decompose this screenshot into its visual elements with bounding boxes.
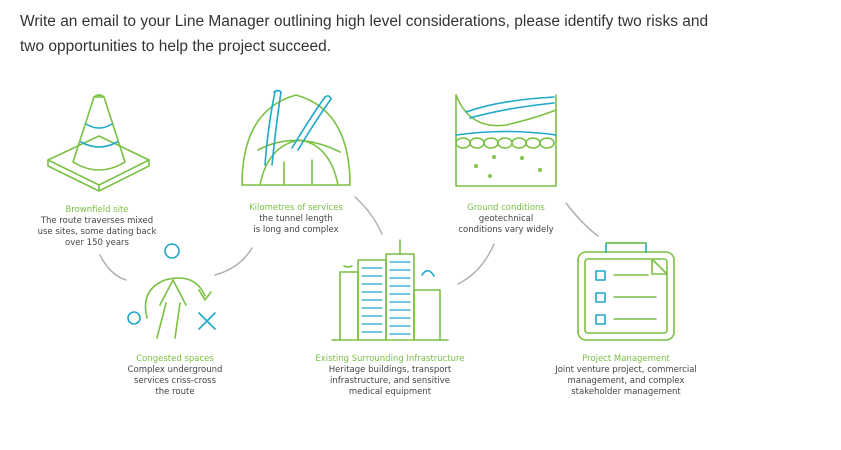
caption-line: the route	[155, 387, 195, 397]
caption-line: geotechnical	[478, 214, 534, 224]
caption-line: infrastructure, and sensitive	[330, 376, 450, 386]
traffic-cone-icon	[47, 94, 150, 192]
caption-brownfield-site: Brownfield site The route traverses mixe…	[22, 205, 172, 249]
caption-title: Existing Surrounding Infrastructure	[315, 354, 465, 364]
route-arrows-icon	[127, 243, 216, 339]
caption-title: Ground conditions	[467, 203, 545, 213]
caption-line: management, and complex	[567, 376, 685, 386]
connector-tunnel-to-buildings	[354, 196, 383, 235]
caption-line: stakeholder management	[571, 387, 681, 397]
caption-line: over 150 years	[65, 238, 129, 248]
connector-ground-to-clipboard	[565, 202, 599, 237]
connector-buildings-to-ground	[457, 243, 495, 285]
caption-title: Congested spaces	[136, 354, 214, 364]
buildings-icon	[331, 239, 449, 341]
ground-layers-icon	[455, 94, 557, 187]
prompt-line-2: two opportunities to help the project su…	[20, 38, 332, 55]
caption-line: services criss-cross	[133, 376, 217, 386]
caption-project-management: Project Management Joint venture project…	[541, 354, 711, 398]
connector-lines	[99, 196, 599, 285]
caption-existing-surrounding-infrastructure: Existing Surrounding Infrastructure Heri…	[300, 354, 480, 398]
caption-line: Complex underground	[127, 365, 223, 375]
connector-arrows-to-tunnel	[214, 247, 253, 276]
caption-title: Kilometres of services	[249, 203, 343, 213]
caption-line: conditions vary widely	[458, 225, 554, 235]
caption-title: Project Management	[582, 354, 670, 364]
tunnel-cables-icon	[241, 89, 351, 186]
caption-title: Brownfield site	[65, 205, 129, 215]
connector-cone-to-arrows	[99, 254, 127, 281]
caption-line: is long and complex	[253, 225, 339, 235]
caption-congested-spaces: Congested spaces Complex underground ser…	[100, 354, 250, 398]
clipboard-checklist-icon	[577, 242, 675, 341]
caption-kilometres-of-services: Kilometres of services the tunnel length…	[221, 203, 371, 236]
task-prompt: Write an email to your Line Manager outl…	[20, 9, 800, 59]
caption-line: medical equipment	[348, 387, 432, 397]
caption-line: use sites, some dating back	[37, 227, 157, 237]
caption-line: Heritage buildings, transport	[328, 365, 452, 375]
caption-line: the tunnel length	[259, 214, 333, 224]
caption-ground-conditions: Ground conditions geotechnical condition…	[431, 203, 581, 236]
caption-line: The route traverses mixed	[40, 216, 154, 226]
caption-line: Joint venture project, commercial	[555, 365, 697, 375]
prompt-line-1: Write an email to your Line Manager outl…	[20, 13, 709, 30]
